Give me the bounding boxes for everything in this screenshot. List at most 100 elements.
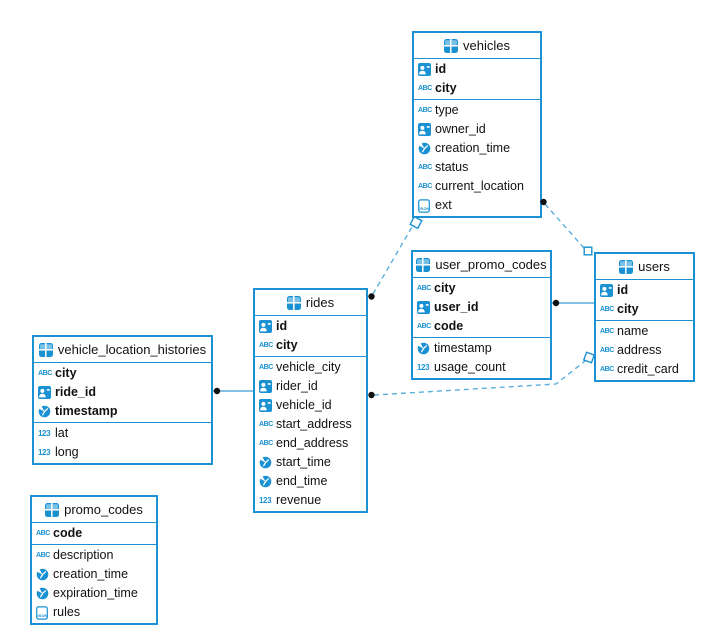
table-icon — [444, 38, 459, 53]
column-row-timestamp[interactable]: timestamp — [34, 402, 211, 421]
table-title: users — [638, 259, 670, 274]
table-icon — [38, 342, 53, 357]
column-name: rules — [53, 605, 81, 620]
column-name: end_address — [276, 436, 349, 451]
number-icon: 123 — [38, 447, 51, 457]
column-name: credit_card — [617, 362, 679, 377]
table-title: rides — [305, 295, 335, 310]
number-icon: 123 — [38, 428, 51, 438]
table-header[interactable]: vehicle_location_histories — [34, 337, 211, 363]
string-icon: ABC — [36, 530, 50, 537]
column-name: long — [55, 445, 79, 460]
string-icon: ABC — [418, 183, 432, 190]
column-row-end_time[interactable]: end_time — [255, 472, 366, 491]
column-name: city — [434, 281, 456, 296]
column-row-id[interactable]: id — [596, 281, 693, 300]
number-icon: 123 — [417, 362, 430, 372]
id-icon — [418, 63, 435, 76]
string-icon: ABC — [38, 370, 52, 377]
id-icon — [259, 399, 276, 412]
column-row-expiration_time[interactable]: expiration_time — [32, 584, 156, 603]
table-header[interactable]: vehicles — [414, 33, 540, 59]
column-row-ride_id[interactable]: ride_id — [34, 383, 211, 402]
column-row-timestamp[interactable]: timestamp — [413, 339, 550, 358]
svg-text:JSON: JSON — [419, 206, 430, 211]
column-name: timestamp — [55, 404, 118, 419]
column-row-start_time[interactable]: start_time — [255, 453, 366, 472]
relationship-dot — [368, 391, 375, 399]
id-icon — [417, 301, 434, 314]
table-title: promo_codes — [64, 502, 143, 517]
relationship-vehicle_location_histories-rides — [213, 387, 253, 395]
column-name: expiration_time — [53, 586, 138, 601]
column-row-owner_id[interactable]: owner_id — [414, 120, 540, 139]
string-icon: ABC — [418, 85, 432, 92]
table-header[interactable]: promo_codes — [32, 497, 156, 523]
table-header[interactable]: users — [596, 254, 693, 280]
column-name: code — [434, 319, 464, 334]
timestamp-icon — [259, 456, 276, 469]
column-row-user_id[interactable]: user_id — [413, 298, 550, 317]
string-icon: ABC — [259, 364, 273, 371]
column-name: id — [435, 62, 447, 77]
table-header[interactable]: rides — [255, 290, 366, 316]
table-header[interactable]: user_promo_codes — [413, 252, 550, 278]
column-name: owner_id — [435, 122, 486, 137]
timestamp-icon — [417, 342, 434, 355]
column-row-id[interactable]: id — [414, 60, 540, 79]
table-title: user_promo_codes — [435, 257, 547, 272]
column-row-creation_time[interactable]: creation_time — [414, 139, 540, 158]
column-row-long[interactable]: 123 long — [34, 443, 211, 462]
string-icon: ABC — [600, 347, 614, 354]
column-name: creation_time — [435, 141, 511, 156]
column-row-vehicle_id[interactable]: vehicle_id — [255, 396, 366, 415]
column-name: rider_id — [276, 379, 318, 394]
column-row-rider_id[interactable]: rider_id — [255, 377, 366, 396]
table-icon — [416, 257, 431, 272]
column-name: id — [276, 319, 288, 334]
column-name: current_location — [435, 179, 524, 194]
string-icon: ABC — [418, 164, 432, 171]
string-icon: ABC — [259, 440, 273, 447]
column-name: city — [435, 81, 457, 96]
column-name: revenue — [276, 493, 322, 508]
string-icon: ABC — [600, 328, 614, 335]
column-name: user_id — [434, 300, 479, 315]
column-name: name — [617, 324, 649, 339]
column-row-id[interactable]: id — [255, 317, 366, 336]
column-row-creation_time[interactable]: creation_time — [32, 565, 156, 584]
